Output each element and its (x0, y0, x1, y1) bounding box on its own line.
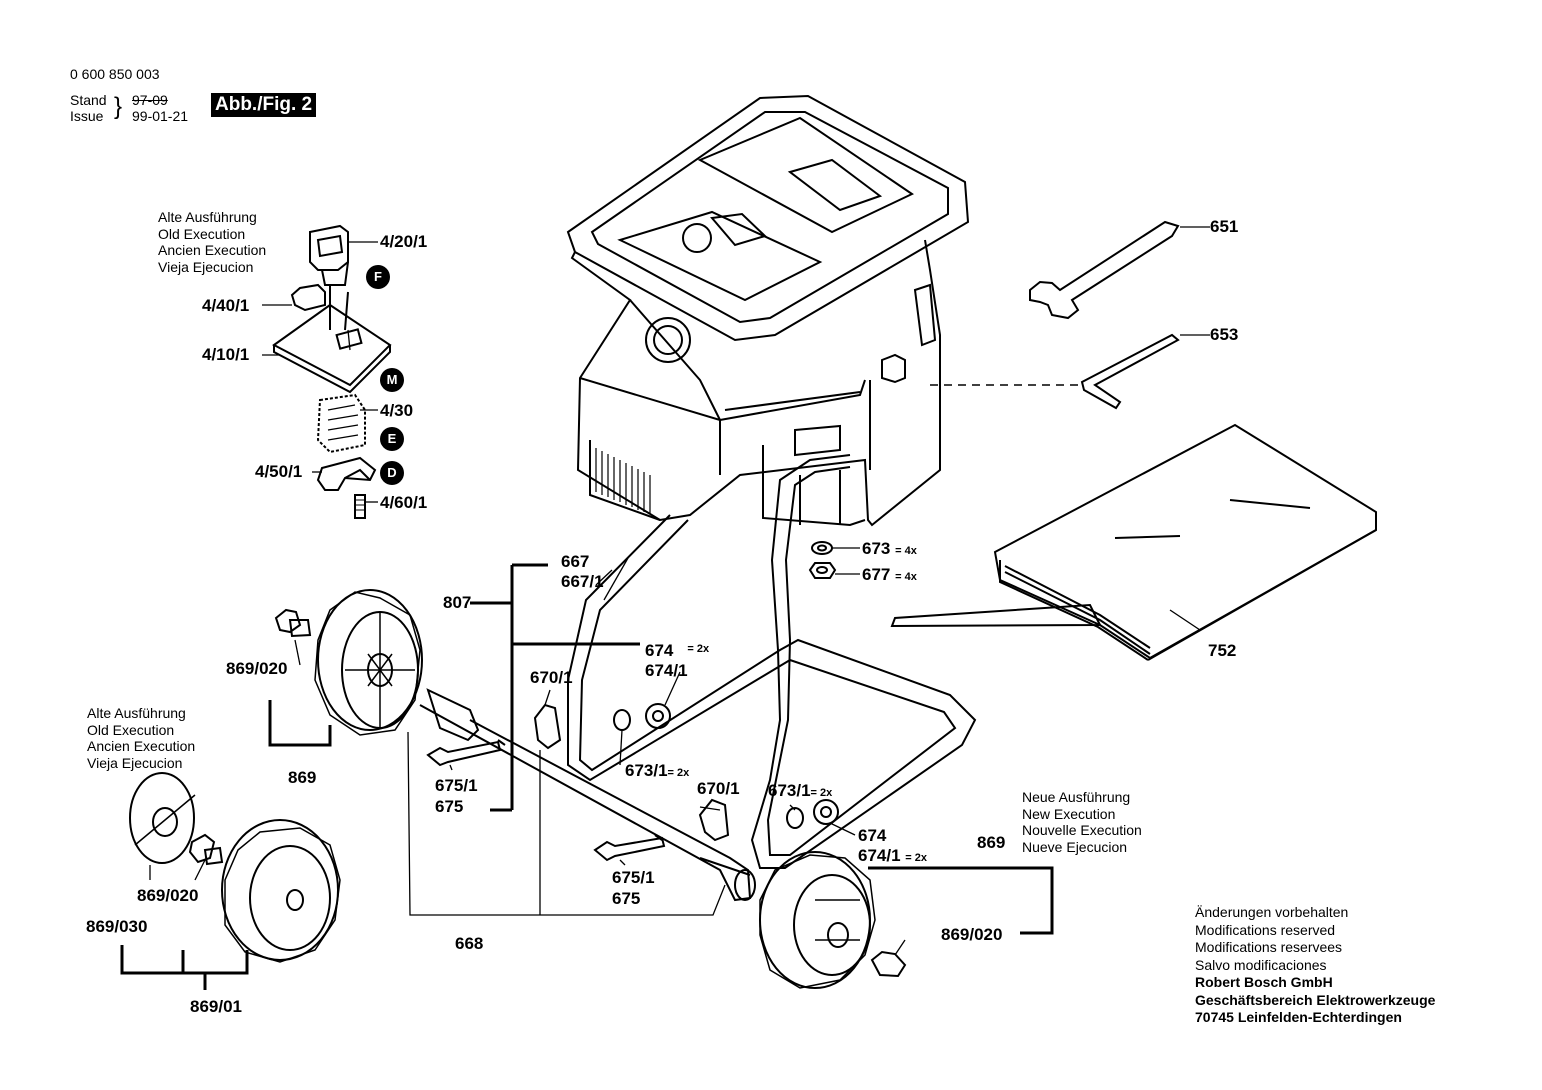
wrench (1029, 220, 1180, 320)
wheel-old-execution (129, 772, 341, 963)
part-675b: 675 (612, 889, 641, 908)
figure-label: Abb./Fig. 2 (211, 93, 317, 117)
part-4-20-1: 4/20/1 (380, 232, 428, 251)
part-869-020b: 869/020 (137, 886, 199, 905)
bolt-675-1b (593, 836, 666, 862)
part-869-01: 869/01 (190, 997, 242, 1016)
stand-label: Stand (70, 92, 107, 108)
axle (419, 688, 756, 902)
wheel-new-execution (759, 851, 876, 989)
bolt-675-1a (426, 740, 502, 767)
part-869-020a: 869/020 (226, 659, 288, 678)
brace: } (114, 93, 123, 120)
part-668: 668 (455, 934, 484, 953)
part-675-1b: 675/1 (612, 868, 655, 887)
part-674b: 674 (858, 826, 887, 845)
part-4-10-1: 4/10/1 (202, 345, 250, 364)
issue-label: Issue (70, 108, 104, 124)
badge-d: D (380, 461, 404, 485)
part-4-30: 4/30 (380, 401, 414, 420)
wheel-rear-left (314, 589, 423, 736)
note-new-execution: Neue Ausführung New Execution Nouvelle E… (1022, 789, 1142, 855)
washer-673-1a (613, 709, 631, 731)
bracket-connectors (120, 563, 1054, 990)
switch-assembly (272, 224, 392, 519)
leader-lines (149, 226, 1210, 956)
washer-673-1b (786, 807, 804, 829)
part-667-1: 667/1 (561, 572, 604, 591)
part-675a: 675 (435, 797, 464, 816)
badge-e: E (380, 427, 404, 451)
part-670-1b: 670/1 (697, 779, 740, 798)
part-653: 653 (1210, 325, 1239, 344)
nut-677 (808, 562, 837, 579)
part-869a: 869 (288, 768, 317, 787)
part-651: 651 (1210, 217, 1239, 236)
part-674-1: 674/1 (645, 661, 688, 680)
part-673-1b: 673/1= 2x (768, 781, 833, 800)
issue-value: 99-01-21 (132, 108, 189, 124)
nut-674b (813, 799, 839, 825)
bracket-670-1a (533, 703, 562, 750)
collection-bag (890, 423, 1377, 661)
part-674-1b: 674/1 = 2x (858, 846, 927, 865)
doc-number: 0 600 850 003 (70, 66, 160, 82)
part-673-1a: 673/1= 2x (625, 761, 690, 780)
part-869b: 869 (977, 833, 1006, 852)
part-807: 807 (443, 593, 472, 612)
washer-673 (811, 541, 833, 555)
footer-notice: Änderungen vorbehalten Modifications res… (1195, 904, 1436, 1025)
shredder-housing (566, 94, 970, 527)
hex-key (1080, 333, 1180, 410)
part-673: 673 = 4x (862, 539, 917, 558)
cap-869-020a (274, 608, 302, 634)
note-old-execution-switch: Alte Ausführung Old Execution Ancien Exe… (158, 209, 267, 275)
part-675-1a: 675/1 (435, 776, 478, 795)
badge-f: F (366, 265, 390, 289)
part-752: 752 (1208, 641, 1237, 660)
part-4-50-1: 4/50/1 (255, 462, 303, 481)
nut-674a (645, 703, 671, 729)
cap-869-020c (870, 950, 907, 978)
housing-vent-slots (595, 448, 651, 514)
frame-tube (567, 454, 977, 869)
bracket-670-1b (698, 798, 730, 842)
part-677: 677 = 4x (862, 565, 917, 584)
badge-m: M (380, 368, 404, 392)
part-4-40-1: 4/40/1 (202, 296, 250, 315)
part-670-1a: 670/1 (530, 668, 573, 687)
note-old-execution-wheel: Alte Ausführung Old Execution Ancien Exe… (87, 705, 196, 771)
part-4-60-1: 4/60/1 (380, 493, 428, 512)
part-667: 667 (561, 552, 590, 571)
stand-value: 97-09 (132, 92, 168, 108)
part-869-020c: 869/020 (941, 925, 1003, 944)
part-674: 674= 2x (645, 641, 710, 660)
part-869-030: 869/030 (86, 917, 148, 936)
